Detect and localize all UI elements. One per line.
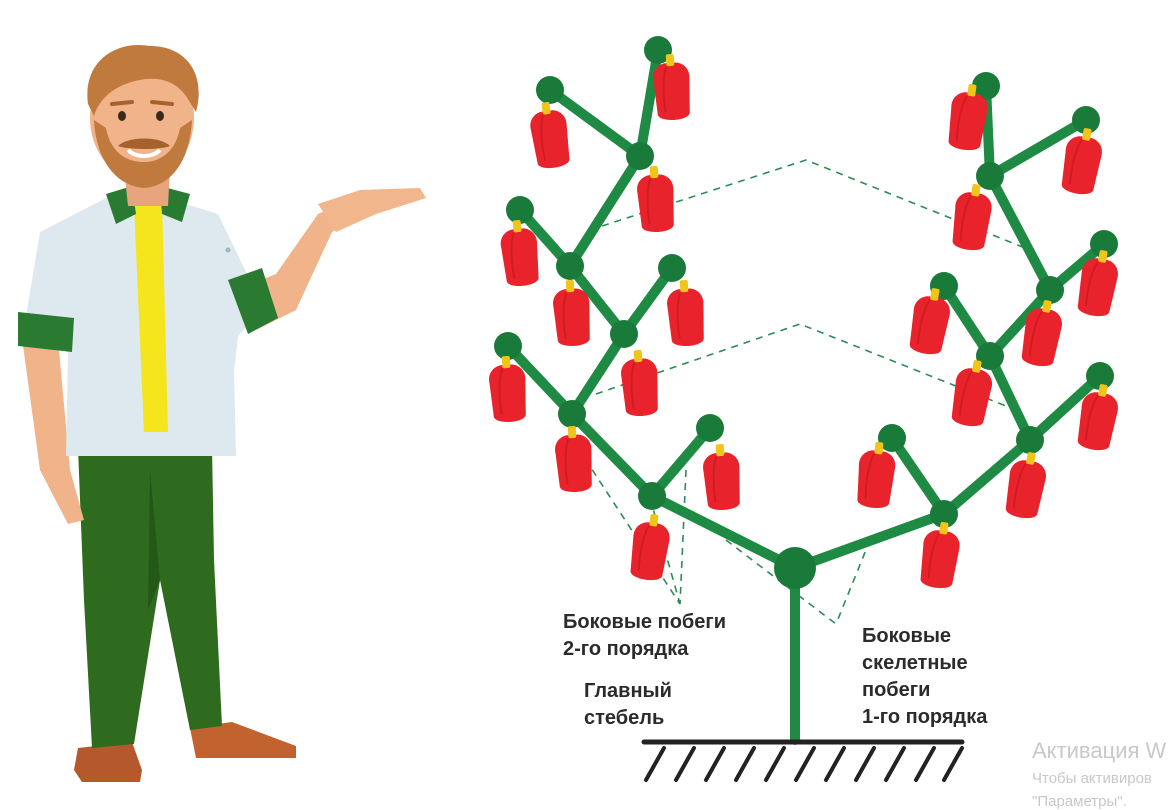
- yellow-undershirt: [134, 202, 168, 432]
- gardener-character: [18, 44, 426, 782]
- label-main-stem: Главный стебель: [584, 680, 672, 729]
- peppers: [486, 51, 1123, 592]
- right-cuff: [228, 268, 278, 334]
- hair: [87, 44, 199, 116]
- branch-nodes: [494, 36, 1118, 589]
- left-arm: [22, 338, 84, 524]
- label-skeletal-shoots-1st-order: Боковые скелетные побеги 1-го порядка: [862, 625, 988, 728]
- right-shoe: [190, 722, 296, 758]
- activation-watermark-line2: "Параметры".: [1032, 793, 1127, 810]
- beard: [94, 120, 192, 188]
- left-cuff: [18, 312, 74, 352]
- pointing-hand: [318, 188, 426, 232]
- left-shoe: [74, 742, 142, 782]
- activation-watermark-line1: Чтобы активиров: [1032, 770, 1152, 787]
- plant-diagram: [486, 36, 1123, 782]
- activation-watermark-title: Активация W: [1032, 738, 1167, 763]
- label-side-shoots-2nd-order: Боковые побеги 2-го порядка: [563, 611, 727, 660]
- ground-hatching: [641, 739, 965, 782]
